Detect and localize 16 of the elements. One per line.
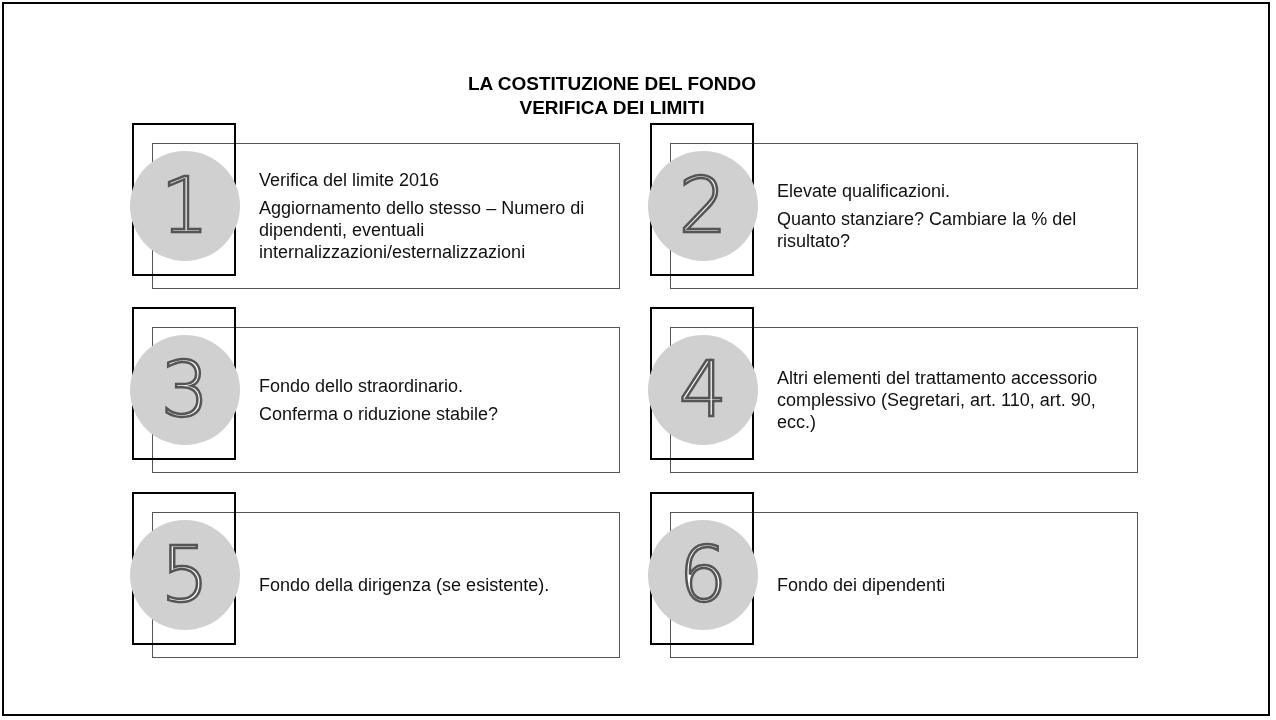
step-number: 5 — [160, 535, 210, 615]
step-text: Aggiornamento dello stesso – Numero di dipendenti, eventuali internalizzazioni/esternalizzazioni — [259, 197, 586, 263]
step-number: 2 — [678, 166, 728, 246]
step-text: Fondo dello straordinario. — [259, 375, 465, 397]
step-number: 6 — [678, 535, 728, 615]
step-text: Verifica del limite 2016 — [259, 169, 441, 191]
step-text: Quanto stanziare? Cambiare la % del risultato? — [777, 208, 1078, 252]
step-text: Altri elementi del trattamento accessorio complessivo (Segretari, art. 110, art. 90, ecc.) — [777, 367, 1099, 433]
step-text: Elevate qualificazioni. — [777, 180, 952, 202]
step-number: 3 — [160, 350, 210, 430]
slide-title: LA COSTITUZIONE DEL FONDO VERIFICA DEI LIMITI — [466, 72, 758, 120]
step-text: Fondo della dirigenza (se esistente). — [259, 574, 551, 596]
step-text: Conferma o riduzione stabile? — [259, 403, 500, 425]
step-number: 1 — [160, 166, 210, 246]
step-number: 4 — [678, 350, 728, 430]
step-text: Fondo dei dipendenti — [777, 574, 947, 596]
